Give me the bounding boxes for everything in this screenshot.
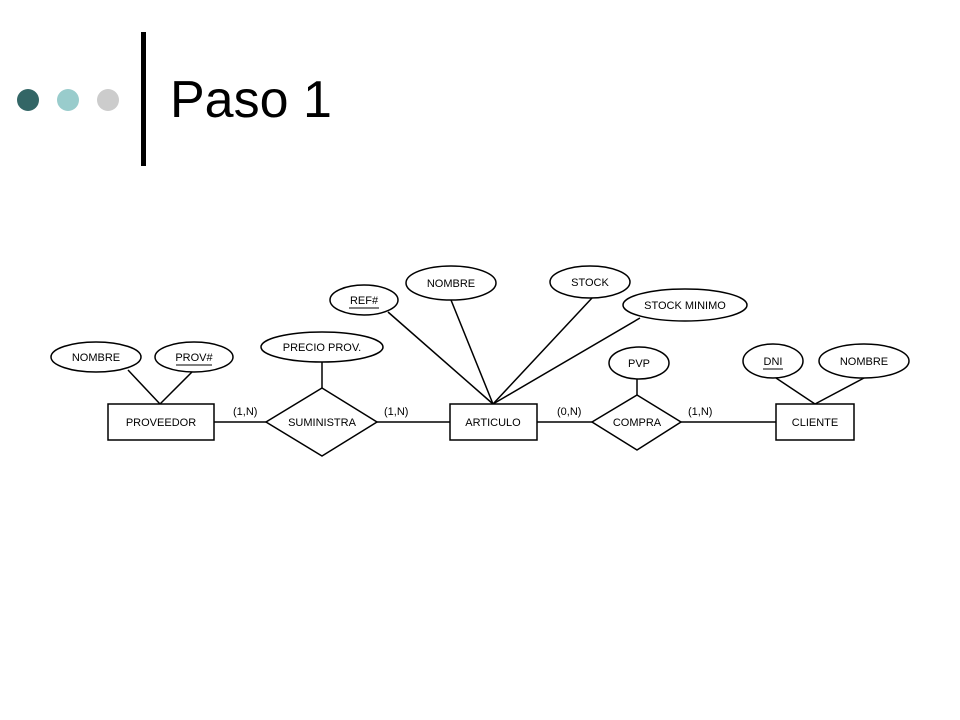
cardinality-articulo-compra: (0,N) [557, 406, 581, 418]
attribute-pvp-ellipse [608, 346, 670, 380]
attribute-prov-key: PROV# [154, 341, 234, 373]
line-prov-key [159, 369, 195, 405]
cardinality-proveedor-suministra: (1,N) [233, 406, 257, 418]
attribute-cli-nombre-label: NOMBRE [840, 356, 888, 368]
relationship-suministra: SUMINISTRA [264, 387, 379, 457]
attribute-prov-nombre-label: NOMBRE [72, 352, 120, 364]
cardinality-compra-cliente: (1,N) [688, 406, 712, 418]
relationship-compra: COMPRA [590, 394, 683, 451]
attribute-precio-prov-ellipse [260, 331, 384, 363]
cardinality-suministra-articulo: (1,N) [384, 406, 408, 418]
attribute-stock: STOCK [549, 265, 631, 299]
attribute-dni-label: DNI [764, 356, 783, 368]
entity-cliente-label: CLIENTE [792, 417, 838, 429]
attribute-pvp: PVP [608, 346, 670, 380]
attribute-stock-label: STOCK [571, 277, 609, 289]
attribute-ref: REF# [329, 284, 399, 316]
relationship-compra-label: COMPRA [613, 417, 662, 429]
attribute-prov-nombre: NOMBRE [50, 341, 142, 373]
slide-title: Paso 1 [170, 71, 332, 129]
attribute-art-nombre: NOMBRE [405, 265, 497, 301]
title-divider [141, 32, 146, 166]
attribute-stock-ellipse [549, 265, 631, 299]
attribute-art-nombre-label: NOMBRE [427, 278, 475, 290]
line-stock [492, 297, 593, 405]
line-ref [387, 311, 494, 405]
relationship-suministra-diamond [264, 387, 379, 457]
entity-articulo-box [449, 403, 538, 441]
line-art-nombre [450, 299, 494, 405]
dot-dark [17, 89, 39, 111]
entity-cliente: CLIENTE [775, 403, 855, 441]
attribute-ref-ellipse [329, 284, 399, 316]
line-cli-nombre [814, 377, 865, 405]
decorative-dots [17, 89, 119, 111]
attribute-cli-nombre: NOMBRE [818, 343, 910, 379]
relationship-compra-diamond [590, 394, 683, 451]
line-stock-minimo [492, 317, 641, 405]
attribute-prov-nombre-ellipse [50, 341, 142, 373]
attribute-precio-prov: PRECIO PROV. [260, 331, 384, 363]
attribute-cli-nombre-ellipse [818, 343, 910, 379]
relationship-suministra-label: SUMINISTRA [288, 417, 357, 429]
attribute-stock-minimo-label: STOCK MINIMO [644, 300, 726, 312]
line-dni [775, 377, 816, 405]
line-prov-nombre [127, 369, 161, 405]
entity-cliente-box [775, 403, 855, 441]
attribute-dni: DNI [742, 343, 804, 379]
attribute-art-nombre-ellipse [405, 265, 497, 301]
attribute-dni-ellipse [742, 343, 804, 379]
connector-lines [127, 297, 865, 423]
entity-articulo-label: ARTICULO [465, 417, 521, 429]
entity-proveedor-label: PROVEEDOR [126, 417, 196, 429]
attribute-prov-key-label: PROV# [175, 352, 213, 364]
attribute-ref-label: REF# [350, 295, 379, 307]
attribute-pvp-label: PVP [628, 358, 650, 370]
attribute-stock-minimo-ellipse [622, 288, 748, 322]
dot-gray [97, 89, 119, 111]
entity-proveedor: PROVEEDOR [107, 403, 215, 441]
attribute-precio-prov-label: PRECIO PROV. [283, 342, 361, 354]
entity-proveedor-box [107, 403, 215, 441]
entity-articulo: ARTICULO [449, 403, 538, 441]
attribute-stock-minimo: STOCK MINIMO [622, 288, 748, 322]
dot-teal [57, 89, 79, 111]
attribute-prov-key-ellipse [154, 341, 234, 373]
